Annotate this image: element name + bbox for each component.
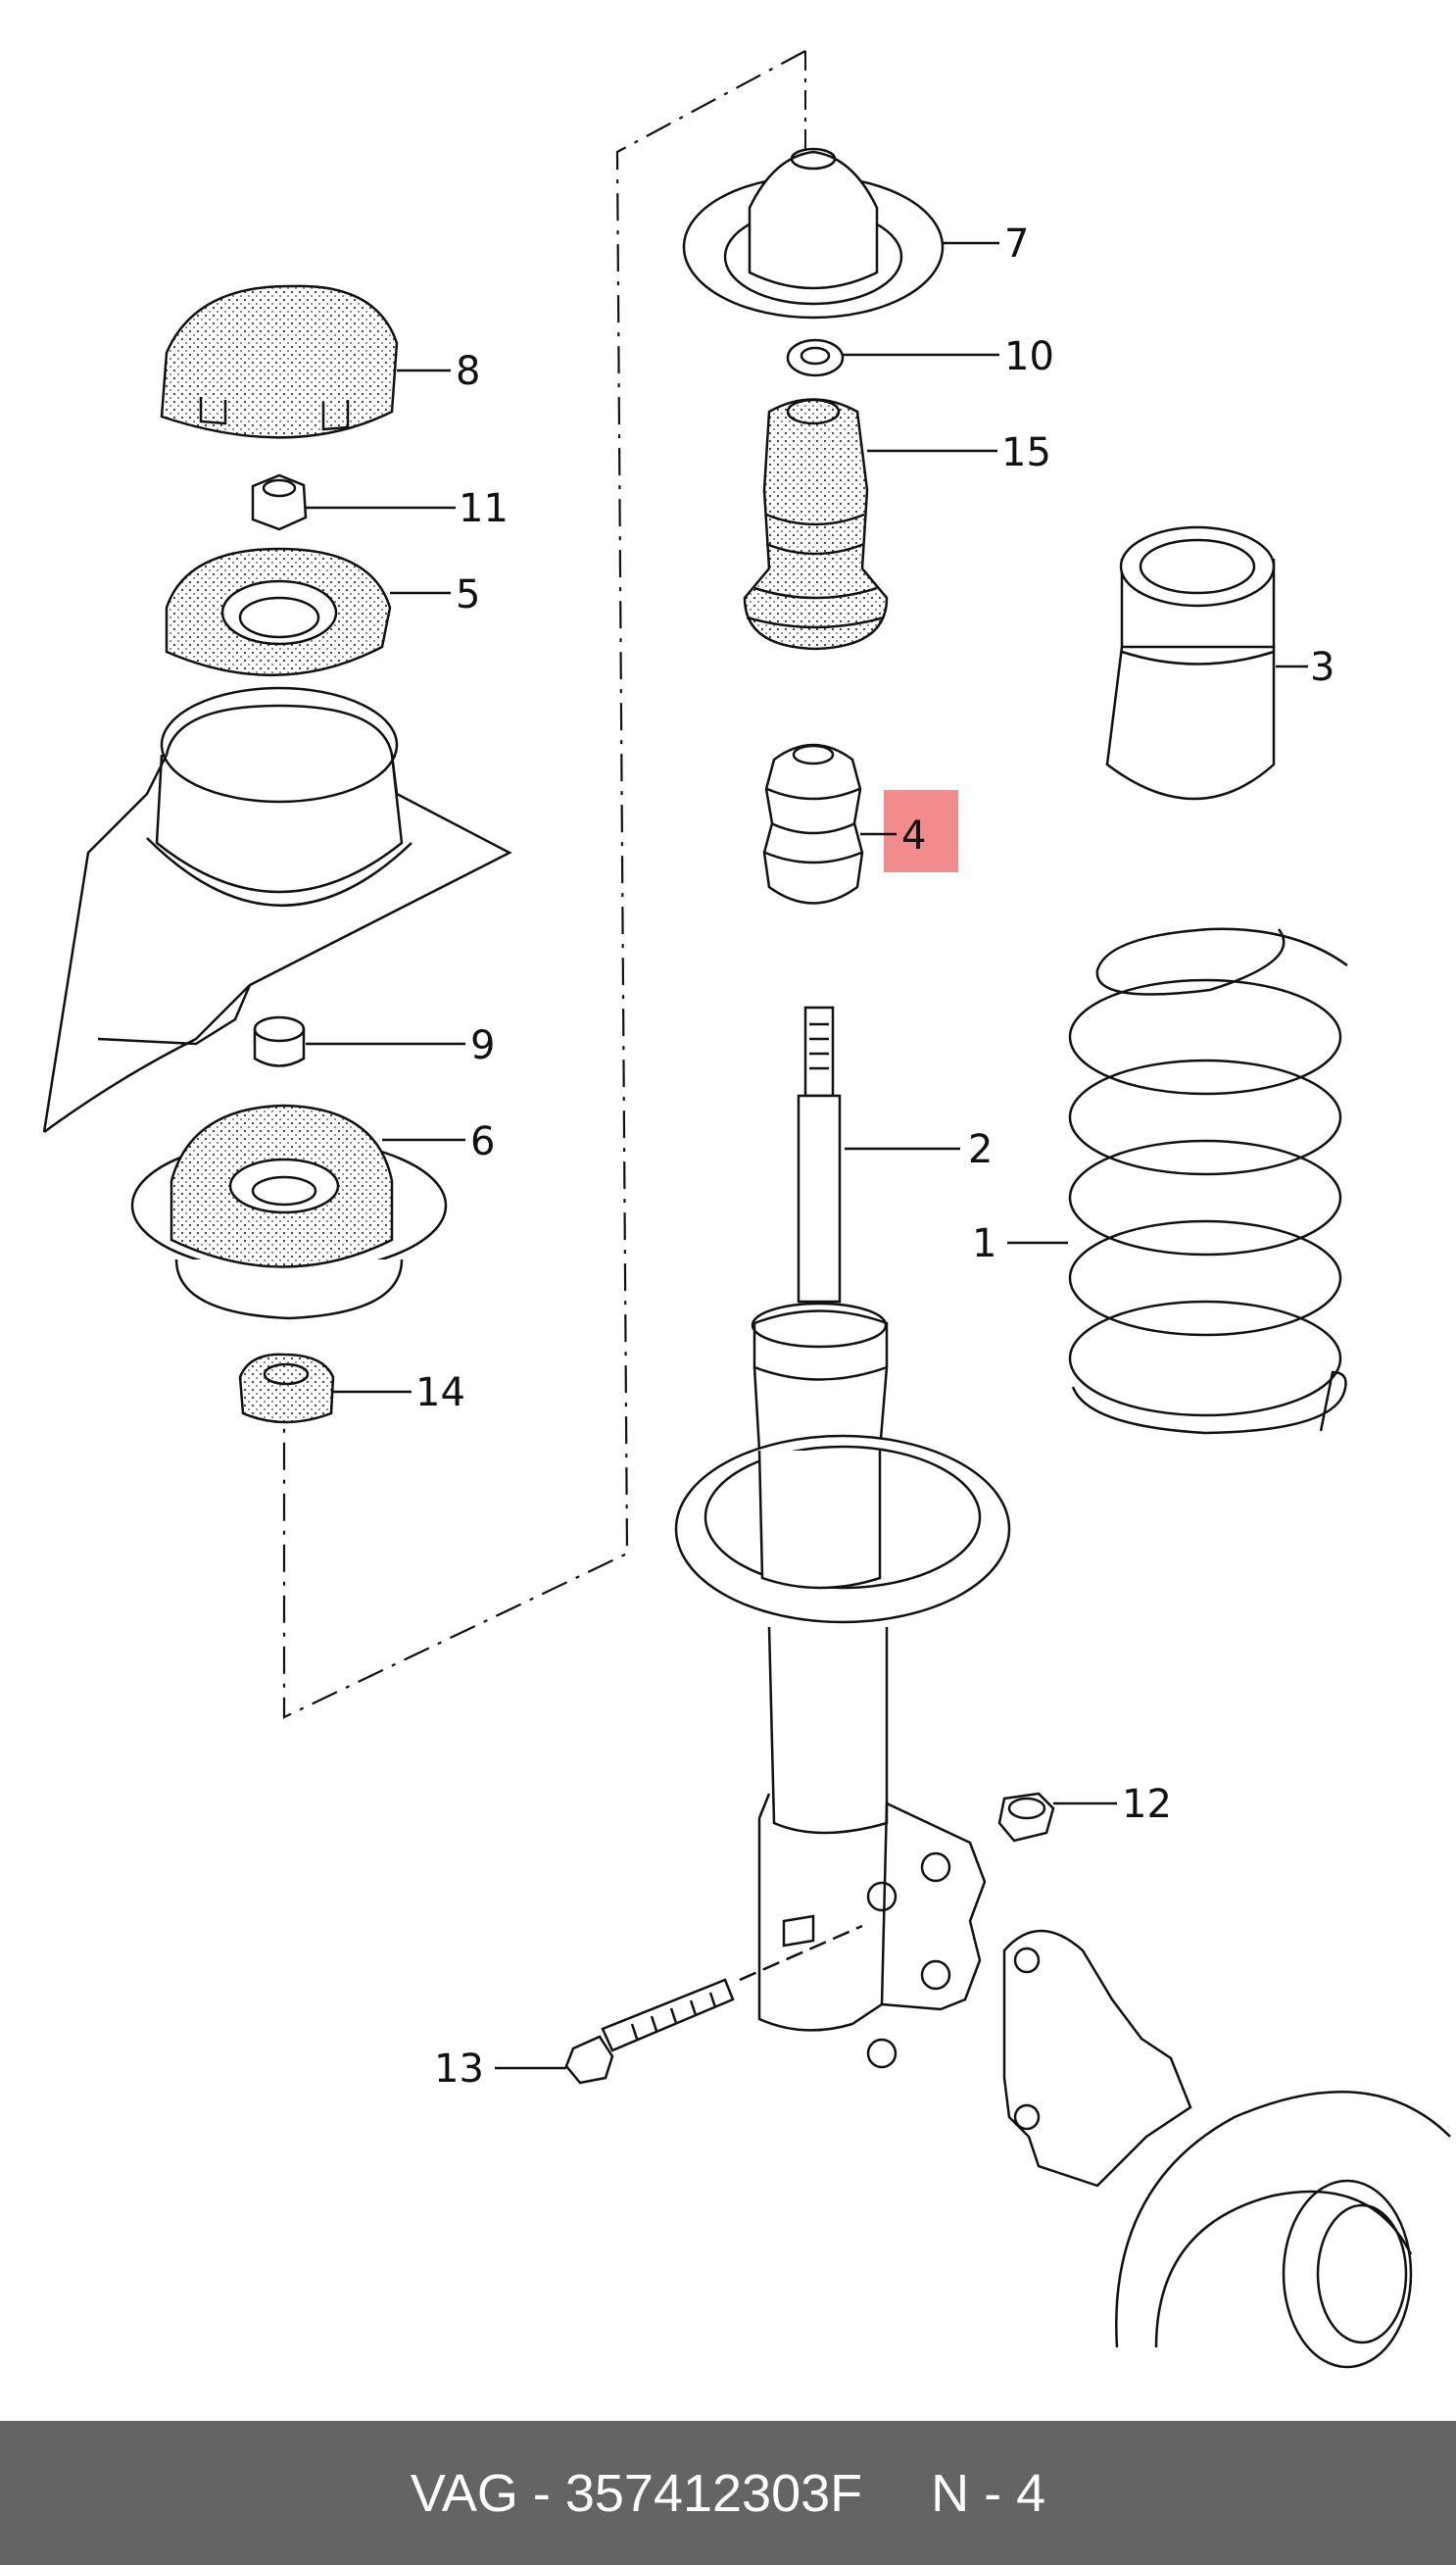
top-mount-part (682, 147, 945, 320)
callout-13: 13 (434, 2047, 484, 2092)
callout-14: 14 (415, 1370, 465, 1415)
nut-12-part (997, 1792, 1055, 1843)
part-info-footer: VAG - 357412303F N - 4 (0, 2421, 1456, 2565)
callout-9: 9 (470, 1023, 495, 1068)
nut-11-part (251, 473, 308, 531)
callout-12: 12 (1122, 1782, 1172, 1827)
callout-7: 7 (1004, 222, 1029, 267)
coil-spring-part (1068, 927, 1348, 1435)
callout-5: 5 (456, 572, 480, 617)
callout-15: 15 (1001, 430, 1051, 475)
exploded-parts-diagram: 7 10 15 3 4 2 1 12 13 8 11 5 9 6 14 (42, 50, 1451, 2369)
protective-sleeve-part (1105, 525, 1276, 801)
steering-knuckle-part (1002, 1929, 1451, 2369)
callout-3: 3 (1310, 645, 1335, 690)
strut-part (674, 1006, 1011, 2069)
bolt-13-part (564, 1924, 863, 2085)
callout-11: 11 (459, 486, 509, 531)
callout-2: 2 (968, 1127, 993, 1172)
brand-part-number: VAG - 357412303F (410, 2463, 863, 2523)
callout-4: 4 (901, 814, 926, 859)
diagram-position: N - 4 (931, 2463, 1046, 2523)
bump-stop-boot-part (743, 398, 889, 651)
bump-stop-part (762, 743, 864, 905)
callout-6: 6 (470, 1119, 495, 1164)
lower-mount-6-part (130, 1104, 448, 1320)
callout-1: 1 (972, 1221, 996, 1266)
washer-part (786, 338, 845, 377)
callout-10: 10 (1004, 334, 1054, 379)
grommet-14-part (238, 1353, 335, 1424)
body-tower-part (42, 686, 512, 1134)
highlight-box-4 (884, 790, 958, 872)
bearing-5-part (165, 547, 392, 676)
callout-8: 8 (456, 349, 480, 394)
cap-part (160, 284, 399, 439)
assembly-boundary-line (282, 50, 806, 1719)
bushing-9-part (253, 1015, 306, 1067)
